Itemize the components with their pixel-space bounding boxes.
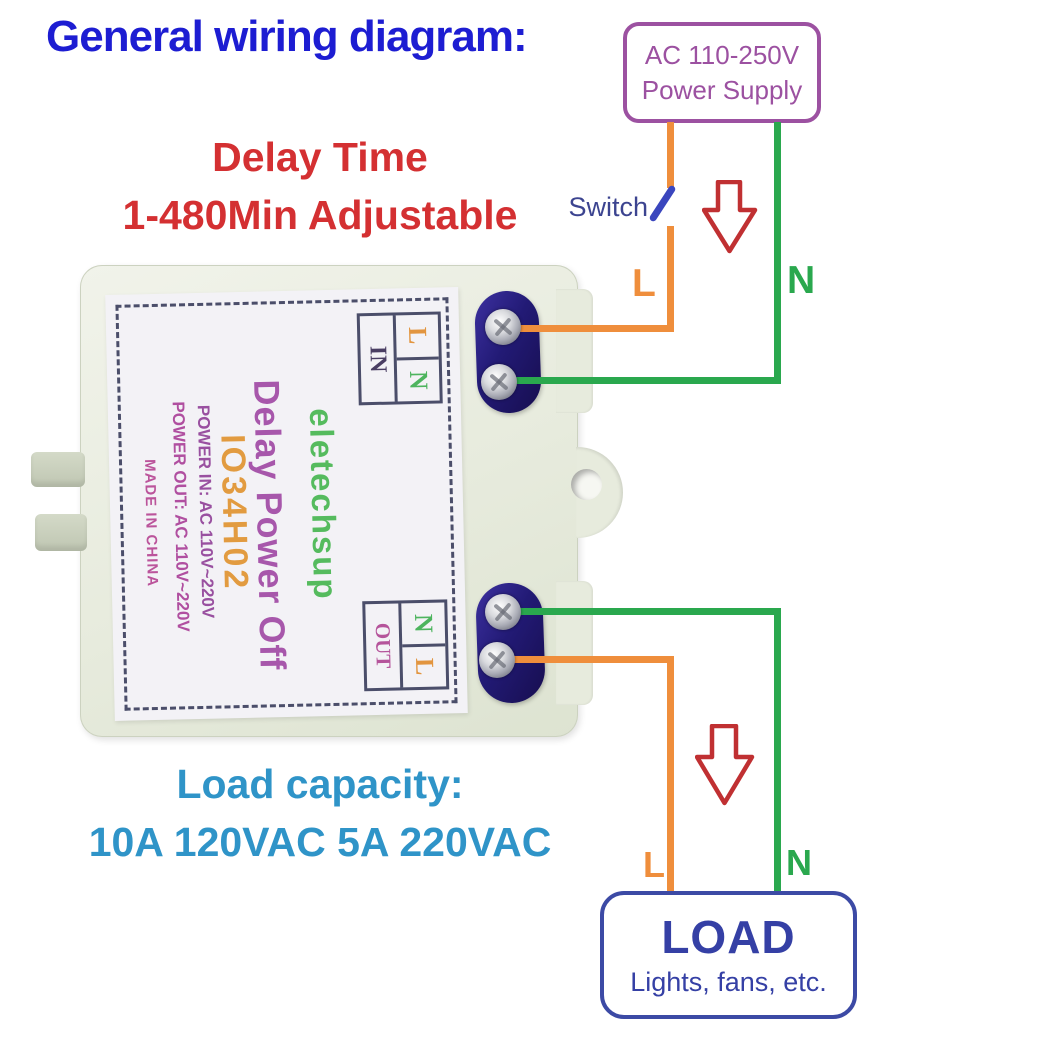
load-capacity-note: Load capacity: 10A 120VAC 5A 220VAC <box>58 755 582 871</box>
model-number: IO34H02 <box>213 433 255 592</box>
switch-label: Switch <box>568 192 648 222</box>
live-wire-supply-upper <box>667 122 674 188</box>
in-legend-live-cell: L <box>395 314 439 360</box>
live-wire-to-load <box>667 656 674 892</box>
input-live-label: L <box>632 262 656 305</box>
delay-time-line2: 1-480Min Adjustable <box>122 192 518 238</box>
out-legend-live: L <box>410 657 440 676</box>
neutral-wire-to-in-terminal <box>500 377 781 384</box>
in-legend-live: L <box>403 326 433 345</box>
power-supply-voltage: AC 110-250V <box>644 39 800 70</box>
load-box: LOAD Lights, fans, etc. <box>600 891 857 1019</box>
in-legend-neutral: N <box>404 370 434 390</box>
out-legend-neutral: N <box>409 613 439 633</box>
in-legend-name-cell: IN <box>359 315 398 403</box>
module-mounting-tab-bottom <box>35 514 87 551</box>
output-live-label: L <box>643 844 665 885</box>
terminal-screw-in-live <box>485 309 521 345</box>
out-legend-live-cell: L <box>402 646 446 687</box>
module-label-sticker: IN L N OUT N L <box>105 287 468 721</box>
input-neutral-label: N <box>787 259 816 302</box>
live-wire-supply-lower <box>667 226 674 332</box>
in-legend-neutral-cell: N <box>397 359 440 401</box>
out-legend-neutral-cell: N <box>401 602 446 647</box>
terminal-screw-in-neutral <box>481 364 517 400</box>
output-neutral-label: N <box>786 842 812 883</box>
down-arrow-icon-bottom <box>695 724 755 806</box>
load-capacity-line1: Load capacity: <box>176 761 464 807</box>
delay-time-line1: Delay Time <box>212 134 428 180</box>
module-terminal-housing-bottom <box>556 581 593 705</box>
load-box-subtitle: Lights, fans, etc. <box>630 966 827 997</box>
live-wire-from-out-terminal <box>494 656 674 663</box>
in-terminal-legend: IN L N <box>356 311 443 406</box>
module-mounting-tab-top <box>31 452 85 487</box>
module-terminal-housing-top <box>556 289 593 413</box>
brand-name: eletechsup <box>302 407 345 601</box>
module-screw-hole <box>571 469 602 500</box>
terminal-screw-out-neutral <box>485 594 521 630</box>
in-legend-name: IN <box>364 345 392 373</box>
delay-time-note: Delay Time 1-480Min Adjustable <box>90 128 550 244</box>
terminal-screw-out-live <box>479 642 515 678</box>
out-terminal-legend: OUT N L <box>362 599 450 692</box>
page-title: General wiring diagram: <box>46 12 528 61</box>
origin-text: MADE IN CHINA <box>140 458 161 588</box>
neutral-wire-to-load <box>774 608 781 892</box>
out-legend-name-cell: OUT <box>365 603 404 689</box>
neutral-wire-supply <box>774 122 781 384</box>
out-legend-name: OUT <box>370 622 396 669</box>
load-box-title: LOAD <box>661 910 796 963</box>
power-supply-label: Power Supply <box>641 74 803 105</box>
live-wire-to-in-terminal <box>505 325 674 332</box>
down-arrow-icon-top <box>702 180 758 254</box>
load-capacity-line2: 10A 120VAC 5A 220VAC <box>88 819 552 865</box>
power-supply-box: AC 110-250V Power Supply <box>623 22 821 123</box>
neutral-wire-from-out-terminal <box>503 608 781 615</box>
switch-blade-icon <box>648 184 677 223</box>
